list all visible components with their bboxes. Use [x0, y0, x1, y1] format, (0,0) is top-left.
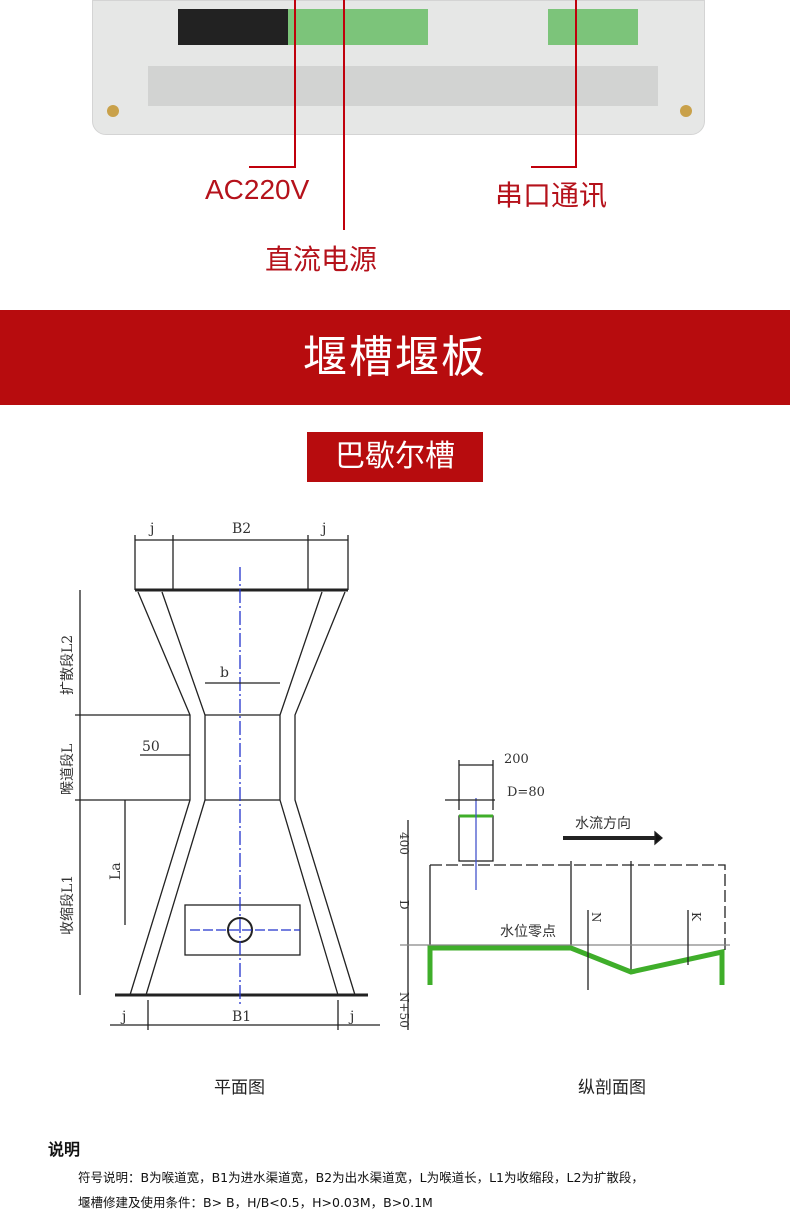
- screw-hole: [680, 105, 692, 117]
- screw-hole: [107, 105, 119, 117]
- notes-line-2: 堰槽修建及使用条件：B> B，H/B<0.5，H>0.03M，B>0.1M: [78, 1195, 433, 1210]
- water-zero-label: 水位零点: [500, 924, 556, 940]
- ac-leader-line: [249, 166, 296, 168]
- dim-j-bottom-left: j: [120, 1009, 126, 1025]
- dim-400: 400: [400, 832, 411, 855]
- plan-view-diagram: j B2 j b 50 B1 j j 扩散段L2 喉道段L 收缩段L1 La: [60, 521, 380, 1030]
- power-terminal-block: [178, 9, 288, 45]
- serial-terminal-block: [548, 9, 638, 45]
- dim-la: La: [108, 862, 124, 880]
- dim-b1: B1: [232, 1009, 251, 1025]
- dim-d80: D=80: [507, 785, 545, 800]
- dim-l1: 收缩段L1: [60, 875, 76, 935]
- notes-heading: 说明: [48, 1140, 81, 1159]
- subtitle-box: 巴歇尔槽: [307, 432, 483, 482]
- dim-50: 50: [142, 739, 160, 755]
- serial-leader-line: [531, 166, 577, 168]
- dim-200: 200: [504, 752, 529, 767]
- cable-channel: [148, 66, 658, 106]
- ac220v-label: AC220V: [205, 174, 310, 205]
- ac-leader-line: [294, 0, 296, 167]
- dim-k: K: [689, 912, 703, 922]
- dim-n50: N+50: [400, 992, 411, 1028]
- dim-j-bottom-right: j: [348, 1009, 354, 1025]
- section-view-diagram: 200 D=80 水流方向 水位零点 400 D N+50 N K: [400, 752, 730, 1030]
- serial-leader-line: [575, 0, 577, 168]
- dc-leader-line: [343, 0, 345, 230]
- plan-view-caption: 平面图: [214, 1078, 265, 1098]
- dc-power-label: 直流电源: [265, 244, 378, 275]
- section-banner: 堰槽堰板: [0, 310, 790, 405]
- controller-device-photo: [92, 0, 705, 135]
- notes-line-1: 符号说明：B为喉道宽，B1为进水渠道宽，B2为出水渠道宽，L为喉道长，L1为收缩…: [78, 1170, 644, 1185]
- dim-b: b: [220, 665, 229, 681]
- dim-j-left: j: [148, 521, 154, 537]
- dim-j-right: j: [320, 521, 326, 537]
- dim-l2: 扩散段L2: [60, 635, 76, 695]
- section-view-caption: 纵剖面图: [578, 1078, 646, 1098]
- flow-direction-label: 水流方向: [575, 816, 631, 832]
- dim-l: 喉道段L: [60, 744, 76, 795]
- signal-terminal-block: [288, 9, 428, 45]
- dim-n: N: [589, 912, 603, 923]
- dim-b2: B2: [232, 521, 251, 537]
- dim-d: D: [400, 900, 411, 910]
- serial-comm-label: 串口通讯: [495, 180, 608, 211]
